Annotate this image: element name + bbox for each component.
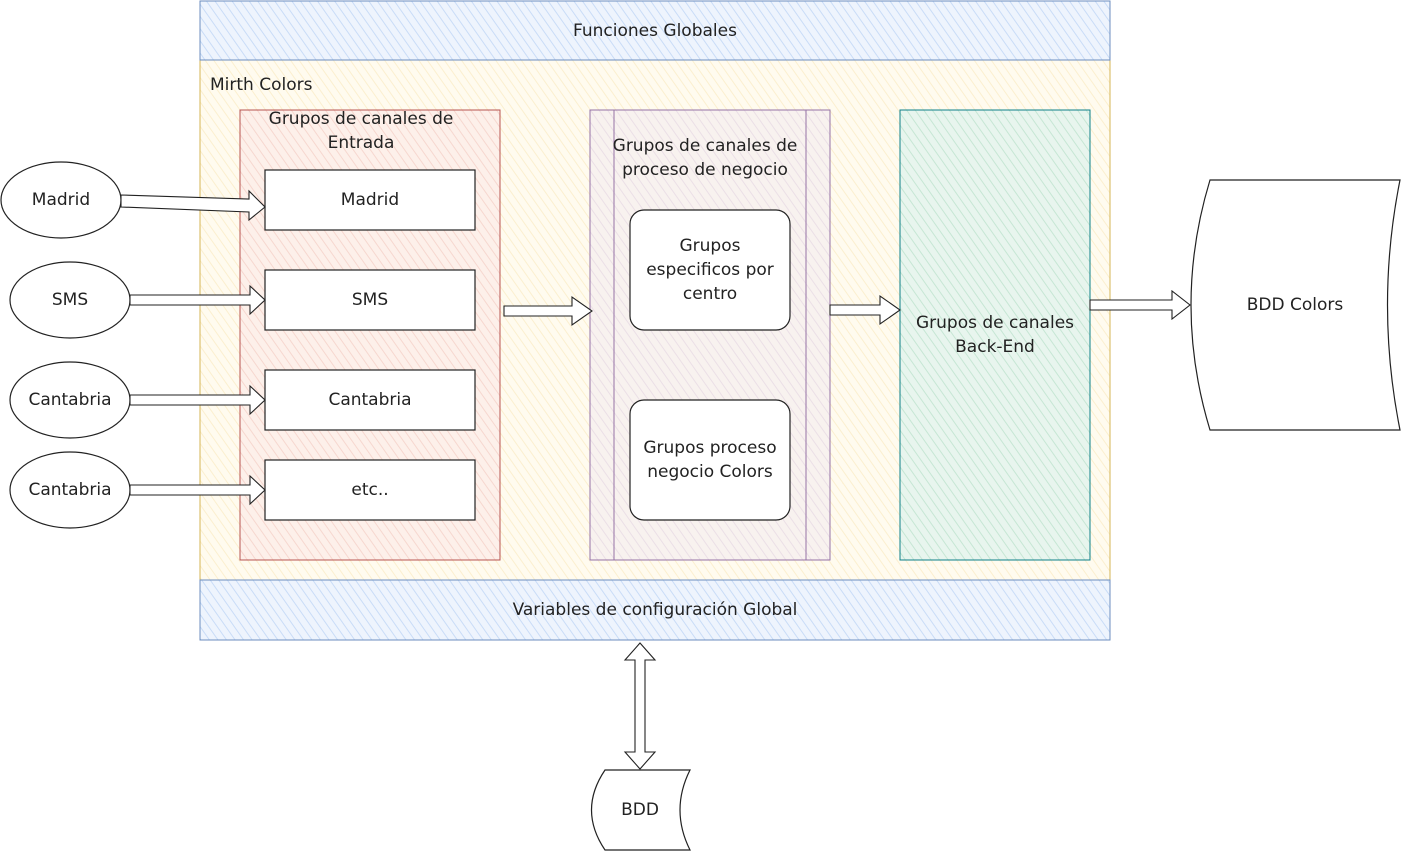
input-channel-box-sms: [264, 269, 476, 331]
arrow-madrid-to-input: [120, 189, 266, 222]
business-item-1: Grupos especificos por centro: [646, 236, 774, 304]
input-group-title: Grupos de canales de Entrada: [268, 109, 454, 153]
source-sms: SMS: [51, 290, 89, 310]
arrow-business-to-backend: [829, 294, 901, 326]
source-madrid: Madrid: [31, 190, 91, 210]
business-item-box-1: [629, 209, 791, 331]
input-channel-sms: SMS: [351, 290, 389, 310]
input-channel-etc: etc..: [351, 480, 389, 500]
global-functions-label: Funciones Globales: [573, 20, 737, 41]
arrow-backend-to-db: [1089, 289, 1191, 321]
database-config-shape: [590, 769, 691, 851]
arrow-cantabria-to-input: [129, 384, 266, 416]
input-channel-cantabria: Cantabria: [328, 390, 412, 410]
source-cantabria-1: Cantabria: [28, 390, 112, 410]
business-group-title: Grupos de canales de proceso de negocio: [612, 136, 798, 180]
database-config-label: BDD: [621, 800, 659, 820]
global-functions-bar: [199, 0, 1111, 61]
arrow-config-to-bdd: [623, 642, 657, 770]
database-main-label: BDD Colors: [1246, 295, 1344, 315]
input-channel-box-cantabria: [264, 369, 476, 431]
backend-group-label: Grupos de canales Back-End: [915, 313, 1075, 357]
arrow-sms-to-input: [129, 284, 266, 316]
backend-group-box: [899, 109, 1091, 561]
global-config-bar: [199, 579, 1111, 641]
arrow-etc-to-input: [129, 474, 266, 506]
container-title: Mirth Colors: [210, 75, 313, 95]
business-item-2: Grupos proceso negocio Colors: [643, 438, 777, 482]
global-config-label: Variables de configuración Global: [512, 600, 798, 620]
input-channel-box-madrid: [264, 169, 476, 231]
business-item-box-2: [629, 399, 791, 521]
input-channel-madrid: Madrid: [340, 190, 400, 210]
arrow-input-to-business: [503, 295, 593, 327]
database-main-shape: [1190, 179, 1401, 431]
source-cantabria-2: Cantabria: [28, 480, 112, 500]
